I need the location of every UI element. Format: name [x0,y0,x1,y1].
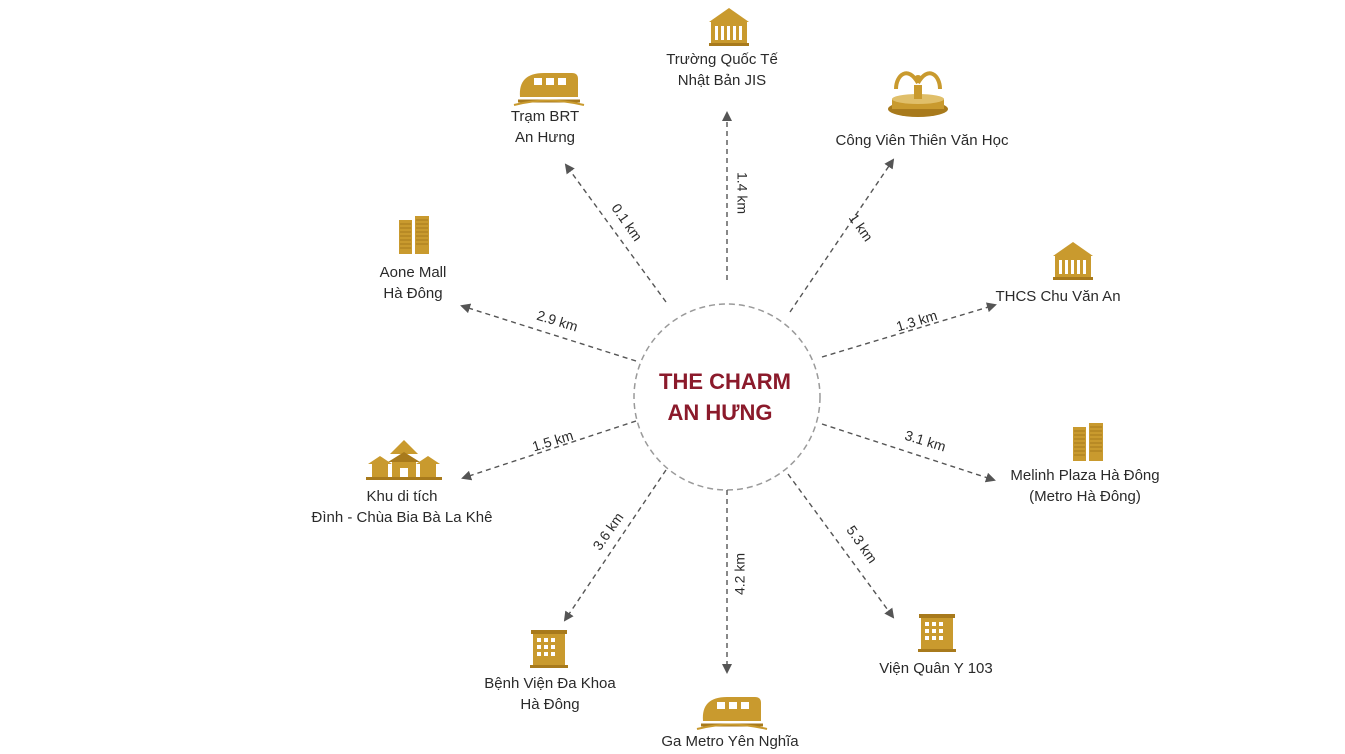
spoke-melinh [821,423,996,483]
school-building-icon [709,8,749,46]
destination-label-aone-line1: Aone Mall [380,264,447,281]
destination-label-dinh-line2: Đình - Chùa Bia Bà La Khê [312,509,493,526]
spoke-brt [564,163,667,303]
spoke-bvdk [563,469,667,622]
center-node: THE CHARM AN HƯNG [633,303,821,491]
towers-icon [399,216,429,254]
spoke-park [789,158,895,313]
destination-label-bvdk-line2: Hà Đông [520,696,579,713]
spoke-aone [460,303,637,362]
labels-layer: Trường Quốc Tế Nhật Bản JIS Công Viên Thiê… [312,51,1160,750]
distance-label-vqy: 5.3 km [843,522,880,566]
hospital-building-icon [918,614,956,652]
distance-label-melinh: 3.1 km [903,427,948,455]
distance-label-bvdk: 3.6 km [589,509,626,553]
destination-label-thcs-line1: THCS Chu Văn An [995,288,1120,305]
train-icon [513,73,585,106]
distance-label-metro: 4.2 km [732,553,748,595]
hospital-building-icon [530,630,568,668]
distance-label-jis: 1.4 km [734,172,750,214]
center-title-line1: THE CHARM [659,369,791,394]
destination-label-melinh-line2: (Metro Hà Đông) [1029,488,1141,505]
pagoda-icon [366,440,442,480]
destination-label-aone-line2: Hà Đông [383,285,442,302]
destination-label-vqy-line1: Viện Quân Y 103 [879,660,992,677]
distance-label-park: 1 km [846,210,877,244]
center-title-line2: AN HƯNG [667,400,772,425]
destination-label-melinh-line1: Melinh Plaza Hà Đông [1010,467,1159,484]
school-building-icon [1053,242,1093,280]
train-icon [696,697,768,730]
distance-label-thcs: 1.3 km [894,307,939,335]
destination-label-jis-line2: Nhật Bản JIS [678,72,766,89]
destination-label-metro-line1: Ga Metro Yên Nghĩa [661,733,799,750]
spoke-thcs [821,302,997,358]
distance-label-brt: 0.1 km [608,200,645,244]
destination-label-bvdk-line1: Bệnh Viện Đa Khoa [484,675,616,692]
center-dashed-circle [633,303,821,491]
distance-label-aone: 2.9 km [535,307,580,335]
distance-label-dinh: 1.5 km [530,427,575,455]
destination-label-jis-line1: Trường Quốc Tế [666,51,778,68]
towers-icon [1073,423,1103,461]
spoke-vqy [787,473,895,619]
icons-layer [366,8,1103,730]
destination-label-brt-line2: An Hưng [515,129,575,146]
spoke-dinh [461,420,637,481]
destination-label-brt-line1: Trạm BRT [511,108,579,125]
destination-label-dinh-line1: Khu di tích [367,488,438,505]
destination-label-park-line1: Công Viên Thiên Văn Học [836,132,1009,149]
fountain-icon [888,71,948,117]
